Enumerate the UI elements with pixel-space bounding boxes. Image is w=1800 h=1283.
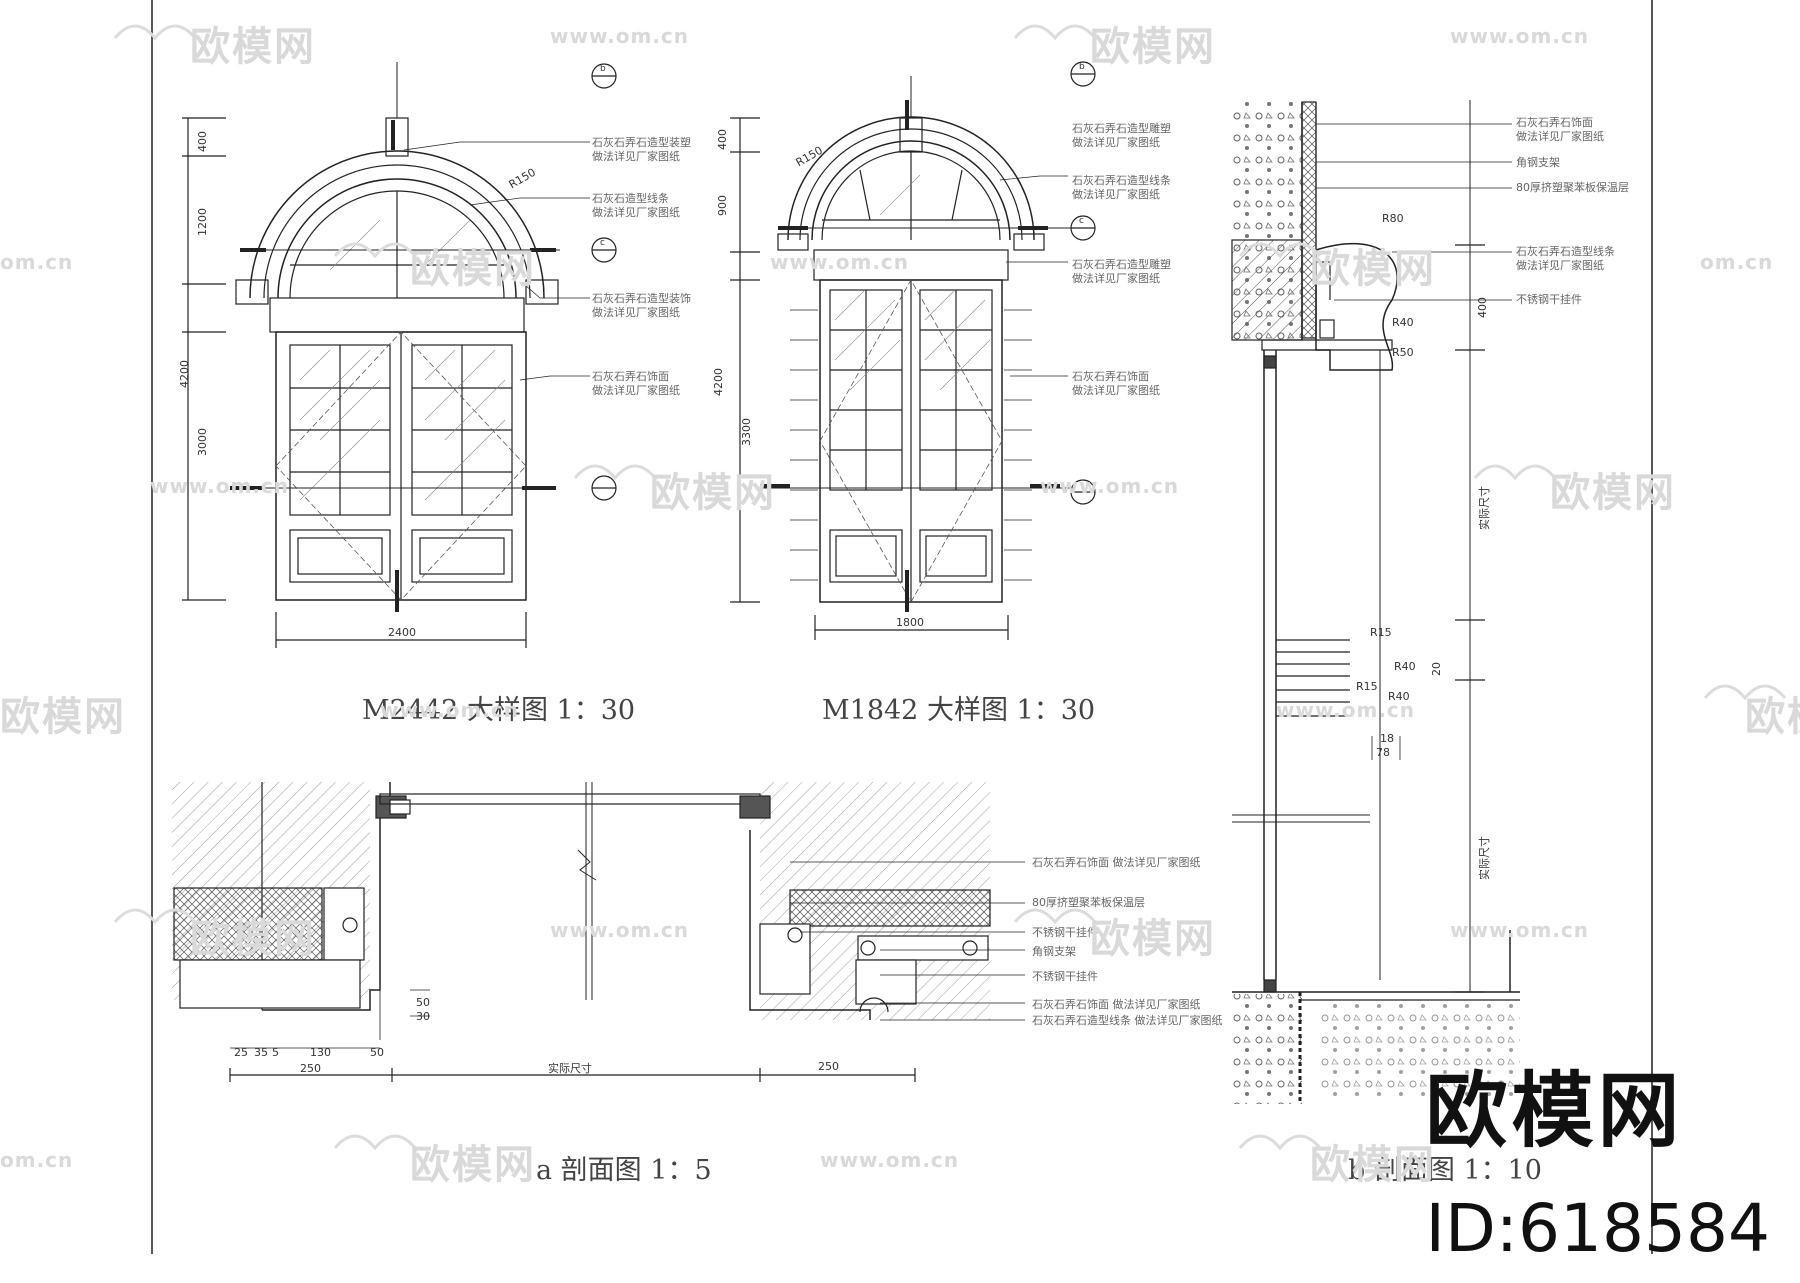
section-a-note: 80厚挤塑聚苯板保温层 xyxy=(1032,896,1145,909)
m1842-vdim: 4200 xyxy=(712,368,725,396)
section-b-vdim: 实际尺寸 xyxy=(1478,836,1491,880)
m1842-note: 石灰石弄石造型雕塑 做法详见厂家图纸 xyxy=(1072,122,1171,149)
m1842-vdim: 400 xyxy=(716,129,729,150)
sheet-border xyxy=(151,0,1653,1254)
brand-badge: 欧模网 ID:618584 xyxy=(1426,1030,1770,1283)
section-b-dim: R40 xyxy=(1392,316,1414,329)
m1842-note: 石灰石弄石造型线条 做法详见厂家图纸 xyxy=(1072,174,1171,201)
section-b-note: 不锈钢干挂件 xyxy=(1516,293,1582,306)
m1842-vdim: 900 xyxy=(716,195,729,216)
m1842-note: 石灰石弄石造型雕塑 做法详见厂家图纸 xyxy=(1072,258,1171,285)
watermark-url: www.om.cn xyxy=(770,250,910,274)
watermark-brand: 欧模网 xyxy=(1550,470,1676,516)
watermark-brand: 欧模网 xyxy=(1310,1142,1436,1188)
section-a-dim: 30 xyxy=(416,1010,430,1023)
section-b-vdim: 400 xyxy=(1476,297,1489,318)
watermark-url: www.om.cn xyxy=(150,474,290,498)
section-b-dim: R15 xyxy=(1370,626,1392,639)
section-marker: c xyxy=(600,238,605,248)
section-b-dim: 18 xyxy=(1380,732,1394,745)
watermark-brand: 欧模网 xyxy=(190,916,316,962)
section-b xyxy=(1230,100,1520,1104)
section-a-note: 石灰石弄石饰面 做法详见厂家图纸 xyxy=(1032,998,1201,1011)
watermark-url: www.om.cn xyxy=(820,1148,960,1172)
watermark-url: www.om.cn xyxy=(1450,24,1590,48)
section-marker: c xyxy=(1079,216,1084,226)
watermark-brand: 欧模网 xyxy=(1310,246,1436,292)
watermark-url: om.cn xyxy=(1700,250,1774,274)
section-b-note: 石灰石弄石造型线条 做法详见厂家图纸 xyxy=(1516,245,1615,272)
section-a-note: 不锈钢干挂件 xyxy=(1032,970,1098,983)
watermark-url: om.cn xyxy=(0,1148,74,1172)
m2442-note: 石灰石弄石造型装饰 做法详见厂家图纸 xyxy=(592,292,691,319)
watermark-brand: 欧模网 xyxy=(410,246,536,292)
m1842-note: 石灰石弄石饰面 做法详见厂家图纸 xyxy=(1072,370,1160,397)
watermark-url: www.om.cn xyxy=(1040,474,1180,498)
m2442-title: M2442 大样图 1：30 xyxy=(362,695,636,726)
m2442-width-dim: 2400 xyxy=(388,626,416,639)
section-a-title: a 剖面图 1：5 xyxy=(536,1155,712,1186)
section-a-note: 不锈钢干挂件 xyxy=(1032,926,1098,939)
cad-drawing xyxy=(113,0,1787,1254)
watermark-url: om.cn xyxy=(0,250,74,274)
m2442-vdim: 4200 xyxy=(178,360,191,388)
m1842-vdim: 3300 xyxy=(740,418,753,446)
section-b-dim: 78 xyxy=(1376,746,1390,759)
m2442-vdim: 400 xyxy=(196,131,209,152)
m2442-vdim: 1200 xyxy=(196,208,209,236)
watermark-brand: 欧模网 xyxy=(1090,916,1216,962)
section-a-dim: 25 xyxy=(234,1046,248,1059)
section-a-dim: 实际尺寸 xyxy=(548,1062,592,1075)
m2442-vdim: 3000 xyxy=(196,428,209,456)
watermark-brand: 欧模网 xyxy=(190,24,316,70)
section-a-dim: 35 xyxy=(254,1046,268,1059)
section-b-dim: R40 xyxy=(1394,660,1416,673)
section-b-note: 石灰石弄石饰面 做法详见厂家图纸 xyxy=(1516,116,1604,143)
watermark-url: www.om.cn xyxy=(550,918,690,942)
model-id: ID:618584 xyxy=(1425,1190,1770,1267)
section-a-dim: 50 xyxy=(370,1046,384,1059)
section-a-dim: 250 xyxy=(818,1060,839,1073)
section-marker: b xyxy=(600,64,606,74)
m2442-note: 石灰石造型线条 做法详见厂家图纸 xyxy=(592,192,680,219)
m1842-title: M1842 大样图 1：30 xyxy=(822,695,1096,726)
watermark-url: www.om.cn xyxy=(1276,698,1416,722)
watermark-brand: 欧模网 xyxy=(410,1142,536,1188)
m2442-note: 石灰石弄石饰面 做法详见厂家图纸 xyxy=(592,370,680,397)
section-b-dim: R15 xyxy=(1356,680,1378,693)
watermark-url: www.om.cn xyxy=(380,698,520,722)
section-b-note: 角钢支架 xyxy=(1516,156,1560,169)
section-a-dim: 130 xyxy=(310,1046,331,1059)
section-b-dim: R50 xyxy=(1392,346,1414,359)
section-b-dim: R80 xyxy=(1382,212,1404,225)
section-b-title: b 剖面图 1：10 xyxy=(1348,1155,1542,1186)
watermark-brand: 欧模网 xyxy=(1745,694,1800,740)
section-a xyxy=(172,782,1025,1082)
watermark-url: www.om.cn xyxy=(550,24,690,48)
elevation-m1842 xyxy=(730,61,1096,640)
watermark-brand: 欧模网 xyxy=(1090,24,1216,70)
section-b-note: 80厚挤塑聚苯板保温层 xyxy=(1516,181,1629,194)
brand-name: 欧模网 xyxy=(1425,1064,1684,1159)
watermark-brand: 欧模网 xyxy=(650,470,776,516)
section-b-dim: R40 xyxy=(1388,690,1410,703)
section-a-note: 石灰石弄石造型线条 做法详见厂家图纸 xyxy=(1032,1014,1223,1027)
section-a-dim: 250 xyxy=(300,1062,321,1075)
section-marker: b xyxy=(1079,62,1085,72)
m2442-note: 石灰石弄石造型装塑 做法详见厂家图纸 xyxy=(592,136,691,163)
watermark-logos xyxy=(113,24,1787,1151)
section-a-note: 石灰石弄石饰面 做法详见厂家图纸 xyxy=(1032,856,1201,869)
m1842-width-dim: 1800 xyxy=(896,616,924,629)
watermark-brand: 欧模网 xyxy=(0,694,126,740)
section-b-dim: 20 xyxy=(1430,662,1443,676)
section-b-vdim: 实际尺寸 xyxy=(1478,486,1491,530)
watermark-url: www.om.cn xyxy=(1450,918,1590,942)
elevation-m2442 xyxy=(182,62,617,648)
section-a-dim: 50 xyxy=(416,996,430,1009)
section-a-dim: 5 xyxy=(272,1046,279,1059)
section-a-note: 角钢支架 xyxy=(1032,945,1076,958)
